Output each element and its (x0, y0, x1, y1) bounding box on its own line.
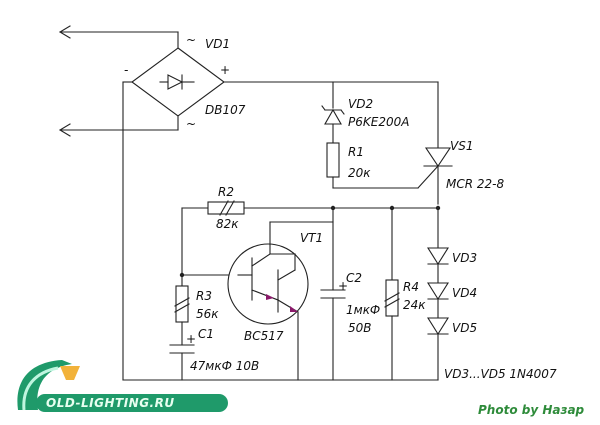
diodes-note: VD3...VD5 1N4007 (444, 367, 557, 381)
resistor-r1 (326, 142, 340, 178)
transistor-vt1 (227, 243, 309, 325)
vd5-ref: VD5 (452, 321, 477, 335)
r1-ref: R1 (348, 145, 364, 159)
logo-text: OLD-LIGHTING.RU (46, 396, 175, 410)
vd1-value: DB107 (205, 103, 246, 117)
bridge-rectifier-vd1 (131, 47, 225, 117)
photo-credit: Photo by Назар (478, 403, 585, 417)
r2-value: 82к (216, 217, 239, 231)
r3-ref: R3 (196, 289, 212, 303)
diode-vd5 (427, 317, 449, 336)
diode-vd4 (427, 282, 449, 301)
vt1-value: BC517 (244, 329, 284, 343)
resistor-r4 (384, 279, 400, 317)
c2-plus: + (338, 279, 348, 293)
vd1-minus: - (124, 63, 128, 77)
resistor-r2 (207, 200, 245, 216)
vd1-ref: VD1 (205, 37, 230, 51)
c2-value: 1мкФ (346, 303, 380, 317)
vd3-ref: VD3 (452, 251, 477, 265)
vs1-value: MCR 22-8 (446, 177, 504, 191)
r2-ref: R2 (218, 185, 234, 199)
r3-value: 56к (196, 307, 219, 321)
vd4-ref: VD4 (452, 286, 477, 300)
tvs-diode-vd2 (321, 105, 345, 125)
resistor-r3 (174, 285, 190, 323)
ac-input-top-arrow (58, 25, 179, 39)
vd2-value: P6KE200A (348, 115, 409, 129)
diode-vd3 (427, 247, 449, 266)
c1-ref: C1 (198, 327, 214, 341)
r1-value: 20к (348, 166, 371, 180)
site-logo: OLD-LIGHTING.RU (17, 360, 228, 412)
capacitor-c1 (169, 344, 195, 354)
c2-ref: C2 (346, 271, 362, 285)
thyristor-vs1 (417, 147, 453, 205)
vt1-ref: VT1 (300, 231, 323, 245)
vd2-ref: VD2 (348, 97, 373, 111)
c2-voltage: 50В (348, 321, 372, 335)
r4-value: 24к (403, 298, 426, 312)
ac-input-bottom-arrow (58, 123, 179, 137)
c1-plus: + (186, 332, 196, 346)
r4-ref: R4 (403, 280, 419, 294)
vs1-ref: VS1 (450, 139, 473, 153)
vd1-plus: + (220, 63, 230, 77)
vd1-tilde-top: ~ (186, 33, 196, 47)
vd1-tilde-bottom: ~ (186, 117, 196, 131)
c1-value: 47мкФ 10В (190, 359, 259, 373)
